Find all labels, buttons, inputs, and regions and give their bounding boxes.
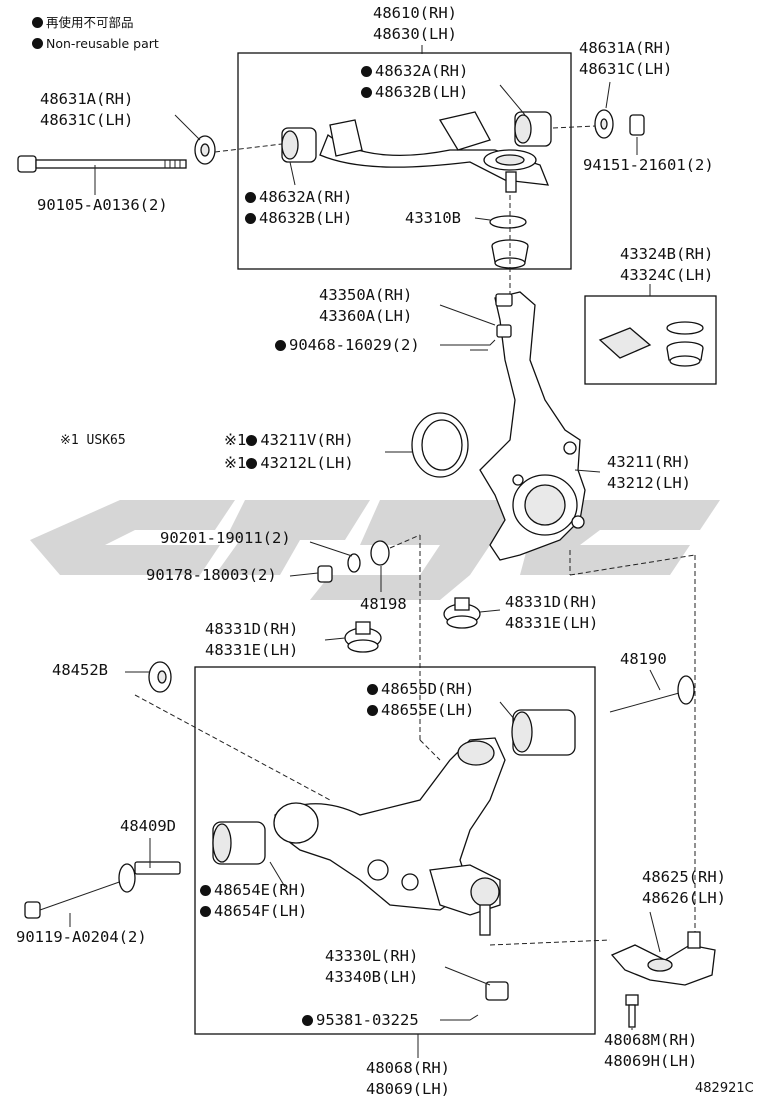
upper-bolt-drawing [17,155,187,173]
steering-knuckle-drawing [479,291,586,561]
note-usk65: ※1 USK65 [60,433,126,448]
boot-ring [489,215,527,229]
upper-nut [629,114,645,136]
label-90119[interactable]: 90119-A0204(2) [16,928,147,946]
upper-arm-drawing [319,111,550,193]
bump-stopper-left [344,621,382,653]
ball-joint-nut [485,981,509,1001]
nut-small [317,565,333,583]
bump-stopper-right [443,597,481,629]
label-48655e[interactable]: 48655E(LH) [367,700,474,721]
label-48631c-left[interactable]: 48631C(LH) [40,111,134,129]
label-43330l[interactable]: 43330L(RH) [325,947,419,965]
upper-bushing-right [514,111,552,147]
upper-arm-assembly-box [237,52,572,270]
label-43340b[interactable]: 43340B(LH) [325,968,419,986]
label-90178[interactable]: 90178-18003(2) [146,566,277,584]
label-48654f[interactable]: 48654F(LH) [200,901,307,922]
lower-bolt [24,861,181,919]
label-43324c[interactable]: 43324C(LH) [620,266,714,284]
label-48069h[interactable]: 48069H(LH) [604,1052,698,1070]
label-48631a-right[interactable]: 48631A(RH) [579,39,673,57]
lower-arm-assembly-box [194,666,596,1035]
legend-en-text: Non-reusable part [46,36,159,51]
label-48452b[interactable]: 48452B [52,661,108,679]
label-48631a-left[interactable]: 48631A(RH) [40,90,134,108]
label-48068m[interactable]: 48068M(RH) [604,1031,698,1049]
label-48626[interactable]: 48626(LH) [642,889,726,907]
label-48331e-left[interactable]: 48331E(LH) [205,641,299,659]
lower-bushing-rear [511,709,576,756]
label-43212[interactable]: 43212(LH) [607,474,691,492]
bracket-drawing [610,931,716,986]
label-48654e[interactable]: 48654E(RH) [200,880,307,901]
diagram-code: 482921C [695,1081,754,1096]
dust-seal [411,412,469,478]
label-48632a-mid[interactable]: 48632A(RH) [245,187,352,208]
knuckle-nut [495,293,513,307]
label-48198[interactable]: 48198 [360,595,407,613]
label-43360a[interactable]: 43360A(LH) [319,307,413,325]
label-48632a-top[interactable]: 48632A(RH) [361,61,468,82]
label-90105[interactable]: 90105-A0136(2) [37,196,168,214]
label-48190[interactable]: 48190 [620,650,667,668]
label-48409d[interactable]: 48409D [120,817,176,835]
legend-jp-text: 再使用不可部品 [46,15,134,30]
label-48331d-left[interactable]: 48331D(RH) [205,620,299,638]
label-48631c-right[interactable]: 48631C(LH) [579,60,673,78]
upper-bushing-left [281,127,317,163]
label-90201[interactable]: 90201-19011(2) [160,529,291,547]
cam-bolt [609,675,695,713]
washer-small [347,553,361,573]
legend-nonreusable-jp: 再使用不可部品 [32,12,134,33]
label-90468[interactable]: 90468-16029(2) [275,335,420,356]
label-48632b-top[interactable]: 48632B(LH) [361,82,468,103]
label-43211[interactable]: 43211(RH) [607,453,691,471]
label-48069[interactable]: 48069(LH) [366,1080,450,1098]
leader-lines [69,45,661,1058]
legend-nonreusable-en: Non-reusable part [32,33,159,54]
label-48068[interactable]: 48068(RH) [366,1059,450,1077]
label-48655d[interactable]: 48655D(RH) [367,679,474,700]
label-43324b[interactable]: 43324B(RH) [620,245,714,263]
label-48625[interactable]: 48625(RH) [642,868,726,886]
label-43350a[interactable]: 43350A(RH) [319,286,413,304]
label-95381[interactable]: 95381-03225 [302,1010,419,1031]
plate-48198 [370,540,390,566]
label-48610[interactable]: 48610(RH) [373,4,457,22]
bracket-bolt [625,994,639,1028]
lower-arm-drawing [273,737,506,936]
label-43310b[interactable]: 43310B [405,209,461,227]
label-48632b-mid[interactable]: 48632B(LH) [245,208,352,229]
label-94151[interactable]: 94151-21601(2) [583,156,714,174]
label-48331d-right[interactable]: 48331D(RH) [505,593,599,611]
label-48331e-right[interactable]: 48331E(LH) [505,614,599,632]
label-48630[interactable]: 48630(LH) [373,25,457,43]
lower-bushing-front [212,821,266,865]
kit-contents [598,321,704,367]
